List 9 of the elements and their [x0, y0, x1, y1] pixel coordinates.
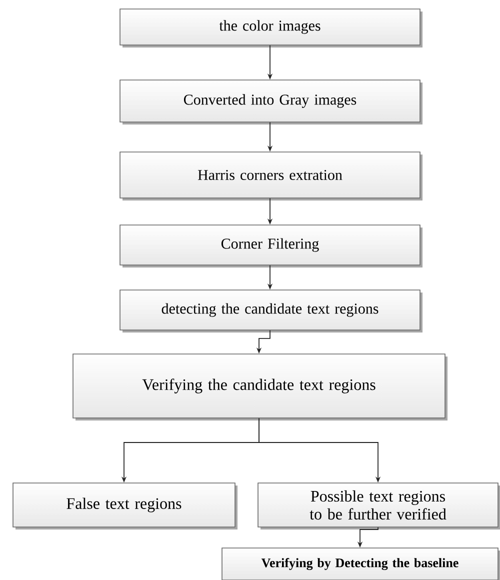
process-box: False text regions: [12, 482, 238, 530]
process-box: Converted into Gray images: [120, 80, 422, 124]
process-box: Harris corners extration: [120, 152, 422, 200]
process-box: detecting the candidate text regions: [120, 290, 422, 332]
process-box: Corner Filtering: [120, 224, 422, 268]
process-box: Possible text regions to be further verified: [258, 482, 500, 530]
process-box: Verifying by Detecting the baseline: [222, 548, 500, 580]
process-box: Verifying the candidate text regions: [72, 354, 448, 420]
process-box: the color images: [120, 8, 422, 48]
